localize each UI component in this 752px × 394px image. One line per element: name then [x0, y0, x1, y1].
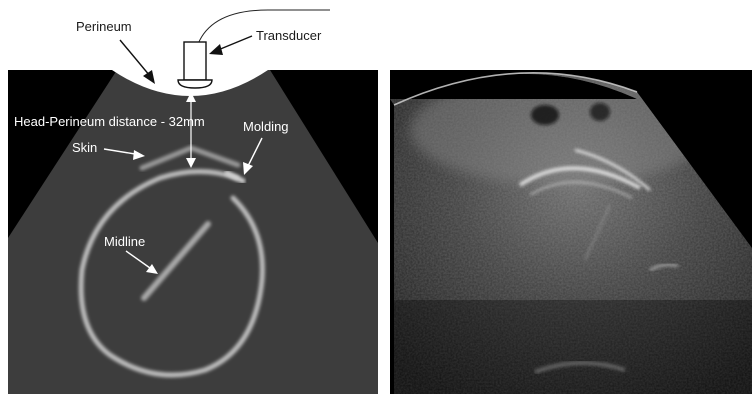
molding-label: Molding — [243, 119, 289, 134]
ultrasound-image-panel — [390, 70, 752, 394]
transducer-pointer-arrow — [209, 36, 252, 55]
transducer-label: Transducer — [256, 28, 322, 43]
skin-label: Skin — [72, 140, 97, 155]
perineum-label: Perineum — [76, 19, 132, 34]
distance-label: Head-Perineum distance - 32mm — [14, 114, 205, 129]
midline-label: Midline — [104, 234, 145, 249]
schematic-panel: Perineum Transducer Head-Perineum distan… — [8, 10, 378, 394]
